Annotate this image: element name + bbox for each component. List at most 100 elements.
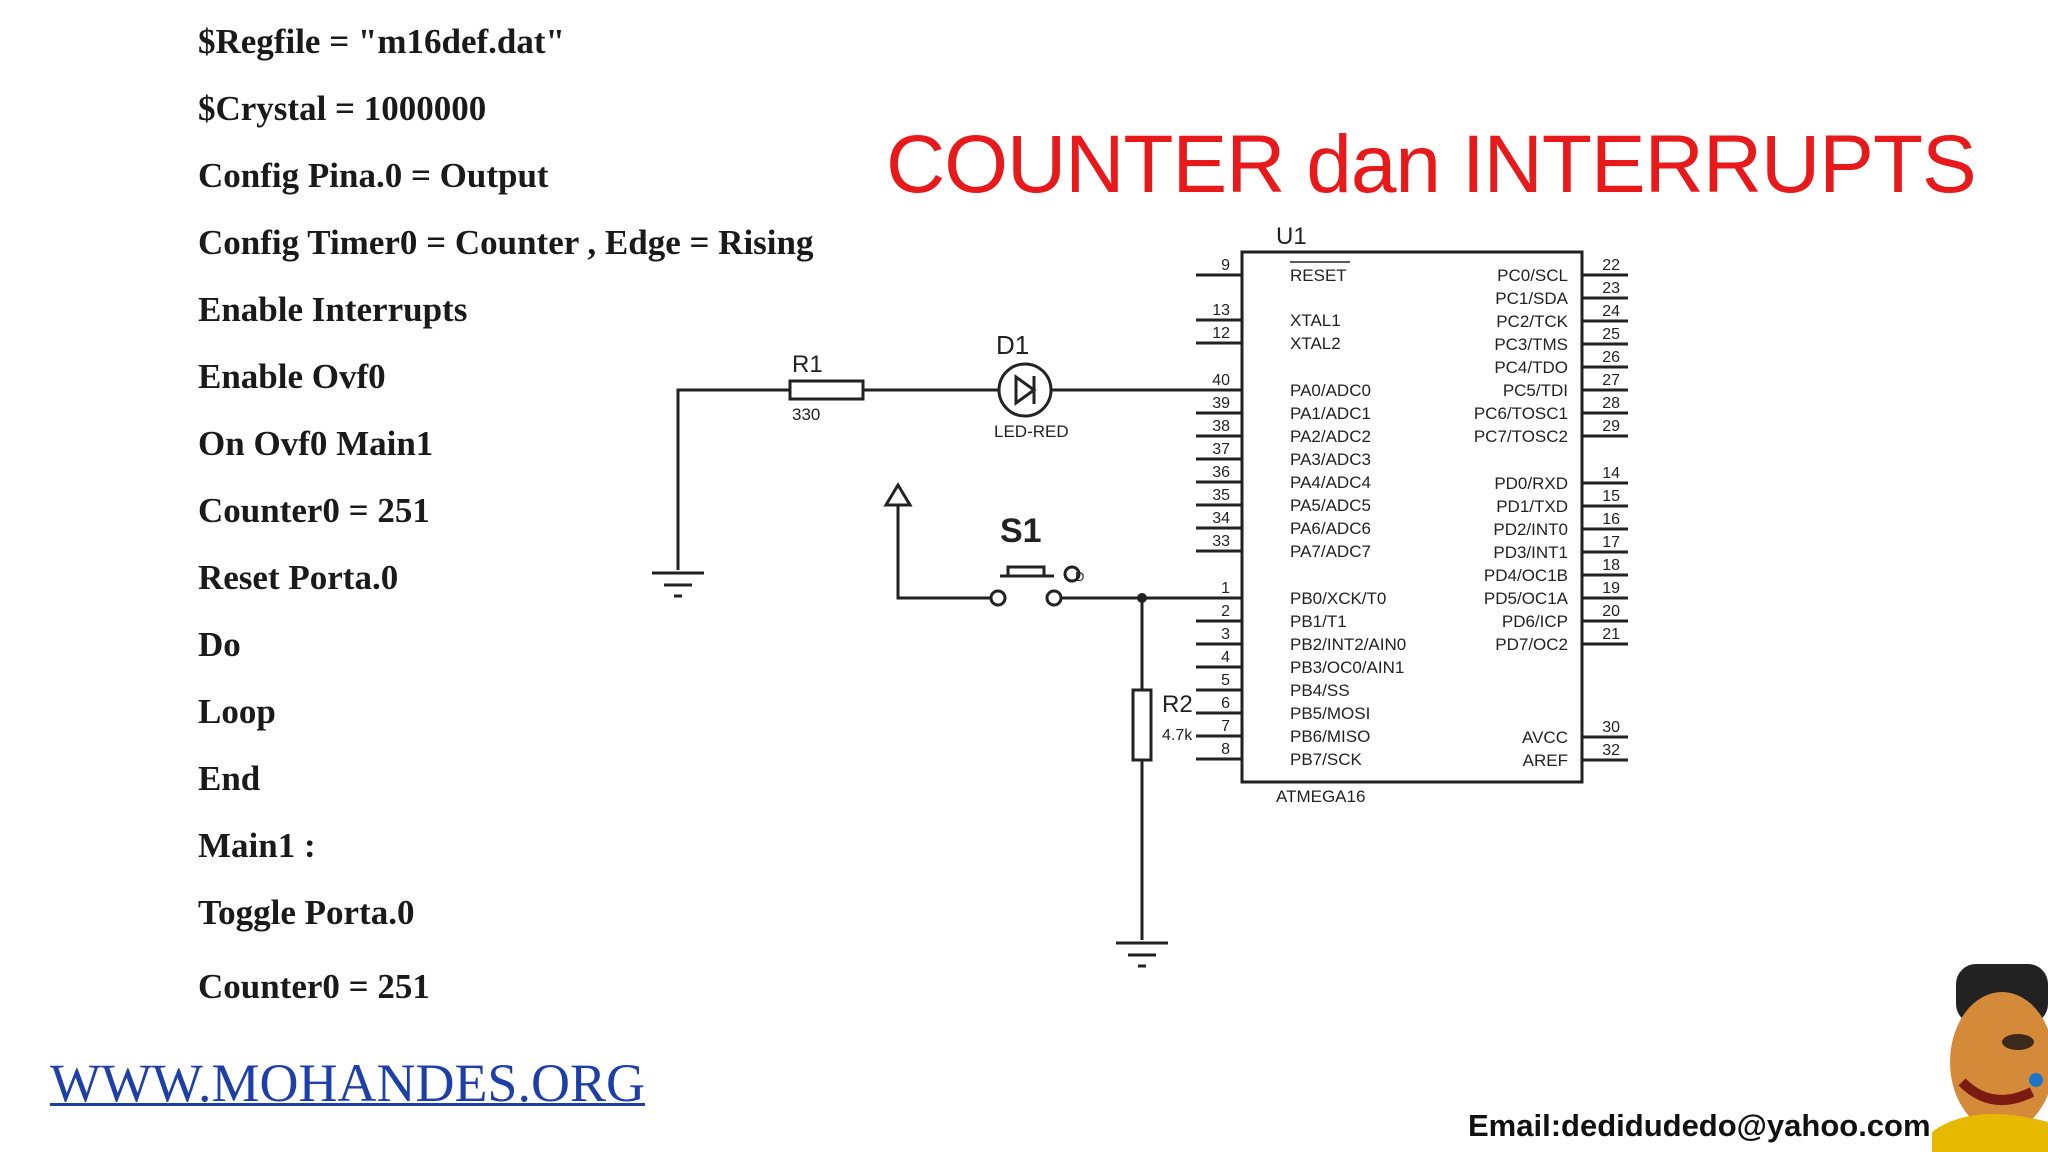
u1-pin-label: PD0/RXD [1494,474,1568,493]
code-line: Counter0 = 251 [198,491,430,530]
u1-pin-number: 23 [1602,280,1620,297]
u1-pin-number: 22 [1602,257,1620,274]
u1-pin-number: 27 [1602,372,1620,389]
u1-pin-label: PC7/TOSC2 [1474,427,1568,446]
u1-pin-number: 19 [1602,580,1620,597]
u1-pin-number: 12 [1212,325,1230,342]
u1-pin-label: PB1/T1 [1290,612,1347,631]
code-line: Reset Porta.0 [198,558,399,597]
u1-pin-number: 39 [1212,395,1230,412]
u1-pin-label: PA4/ADC4 [1290,473,1371,492]
u1-pin-label: PA7/ADC7 [1290,542,1371,561]
code-line: Counter0 = 251 [198,967,430,1006]
u1-pin-label: XTAL1 [1290,311,1341,330]
u1-pin-number: 17 [1602,534,1620,551]
u1-pin-number: 18 [1602,557,1620,574]
u1-pin-label: PA3/ADC3 [1290,450,1371,469]
u1-pin-label: RESET [1290,266,1347,285]
u1-pin-number: 15 [1602,488,1620,505]
r1-ref: R1 [792,351,823,378]
s1-contact-left [989,589,1007,607]
u1-pin-number: 38 [1212,418,1230,435]
code-line: Do [198,625,241,664]
slide-title: COUNTER dan INTERRUPTS [886,119,1977,210]
u1-pin-number: 37 [1212,441,1230,458]
u1-pin-number: 6 [1221,695,1230,712]
u1-pin-label: PC0/SCL [1497,266,1568,285]
u1-pin-number: 40 [1212,372,1230,389]
u1-pin-label: PC6/TOSC1 [1474,404,1568,423]
u1-pin-label: PB3/OC0/AIN1 [1290,658,1404,677]
u1-pins: 9RESET13XTAL112XTAL240PA0/ADC039PA1/ADC1… [1196,257,1628,770]
u1-pin-label: PA5/ADC5 [1290,496,1371,515]
u1-pin-label: PD2/INT0 [1493,520,1568,539]
code-line: End [198,759,261,798]
code-line: Config Pina.0 = Output [198,156,549,195]
u1-pin-label: PB4/SS [1290,681,1350,700]
code-line: Toggle Porta.0 [198,893,415,932]
code-line: Enable Interrupts [198,290,468,329]
r2-ref: R2 [1162,691,1193,718]
website-link[interactable]: WWW.MOHANDES.ORG [50,1053,645,1113]
code-line: $Crystal = 1000000 [198,89,487,128]
u1-pin-number: 3 [1221,626,1230,643]
u1-pin-label: PB2/INT2/AIN0 [1290,635,1406,654]
u1-pin-label: PC5/TDI [1503,381,1568,400]
u1-pin-label: XTAL2 [1290,334,1341,353]
u1-pin-label: PB7/SCK [1290,750,1362,769]
u1-pin-label: PB0/XCK/T0 [1290,589,1386,608]
r2-value: 4.7k [1162,727,1193,744]
u1-pin-label: PC3/TMS [1494,335,1568,354]
avatar [1932,964,2048,1152]
svg-text:D: D [1075,569,1084,584]
d1-ref: D1 [996,330,1029,360]
u1-pin-number: 33 [1212,533,1230,550]
u1-pin-number: 25 [1602,326,1620,343]
r2-body [1131,688,1153,762]
d1-triangle [1014,374,1037,406]
u1-pin-number: 7 [1221,718,1230,735]
u1-pin-label: PD6/ICP [1502,612,1568,631]
u1-body [1240,250,1584,784]
u1-pin-number: 14 [1602,465,1620,482]
wire-vcc-s1 [896,505,990,600]
code-line: $Regfile = "m16def.dat" [198,22,565,61]
u1-pin-number: 35 [1212,487,1230,504]
s1-ref: S1 [1000,512,1042,550]
u1-pin-label: PB5/MOSI [1290,704,1370,723]
u1-pin-number: 20 [1602,603,1620,620]
u1-part: ATMEGA16 [1276,787,1365,806]
vcc-arrow [883,482,913,507]
u1-pin-label: PD3/INT1 [1493,543,1568,562]
u1-pin-label: PC1/SDA [1495,289,1568,308]
code-line: Enable Ovf0 [198,357,386,396]
u1-pin-label: PA6/ADC6 [1290,519,1371,538]
r1-value: 330 [792,405,820,424]
u1-pin-number: 36 [1212,464,1230,481]
s1-contact-right [1045,589,1063,607]
u1-pin-number: 13 [1212,302,1230,319]
u1-pin-label: PD5/OC1A [1484,589,1569,608]
u1-pin-number: 8 [1221,741,1230,758]
u1-pin-number: 16 [1602,511,1620,528]
d1-body [997,362,1053,418]
d1-value: LED-RED [994,422,1069,441]
email-address: Email:dedidudedo@yahoo.com [1468,1108,1931,1143]
u1-pin-number: 29 [1602,418,1620,435]
u1-pin-number: 30 [1602,719,1620,736]
u1-pin-number: 1 [1221,580,1230,597]
code-line: On Ovf0 Main1 [198,424,434,463]
u1-pin-label: PC4/TDO [1494,358,1568,377]
u1-pin-label: PA1/ADC1 [1290,404,1371,423]
u1-pin-number: 24 [1602,303,1620,320]
u1-pin-label: PA0/ADC0 [1290,381,1371,400]
u1-pin-number: 34 [1212,510,1230,527]
u1-pin-label: AVCC [1522,728,1568,747]
u1-pin-number: 2 [1221,603,1230,620]
u1-pin-number: 21 [1602,626,1620,643]
u1-ref: U1 [1276,223,1307,250]
u1-pin-number: 5 [1221,672,1230,689]
u1-pin-label: PB6/MISO [1290,727,1370,746]
u1-pin-label: PD4/OC1B [1484,566,1568,585]
